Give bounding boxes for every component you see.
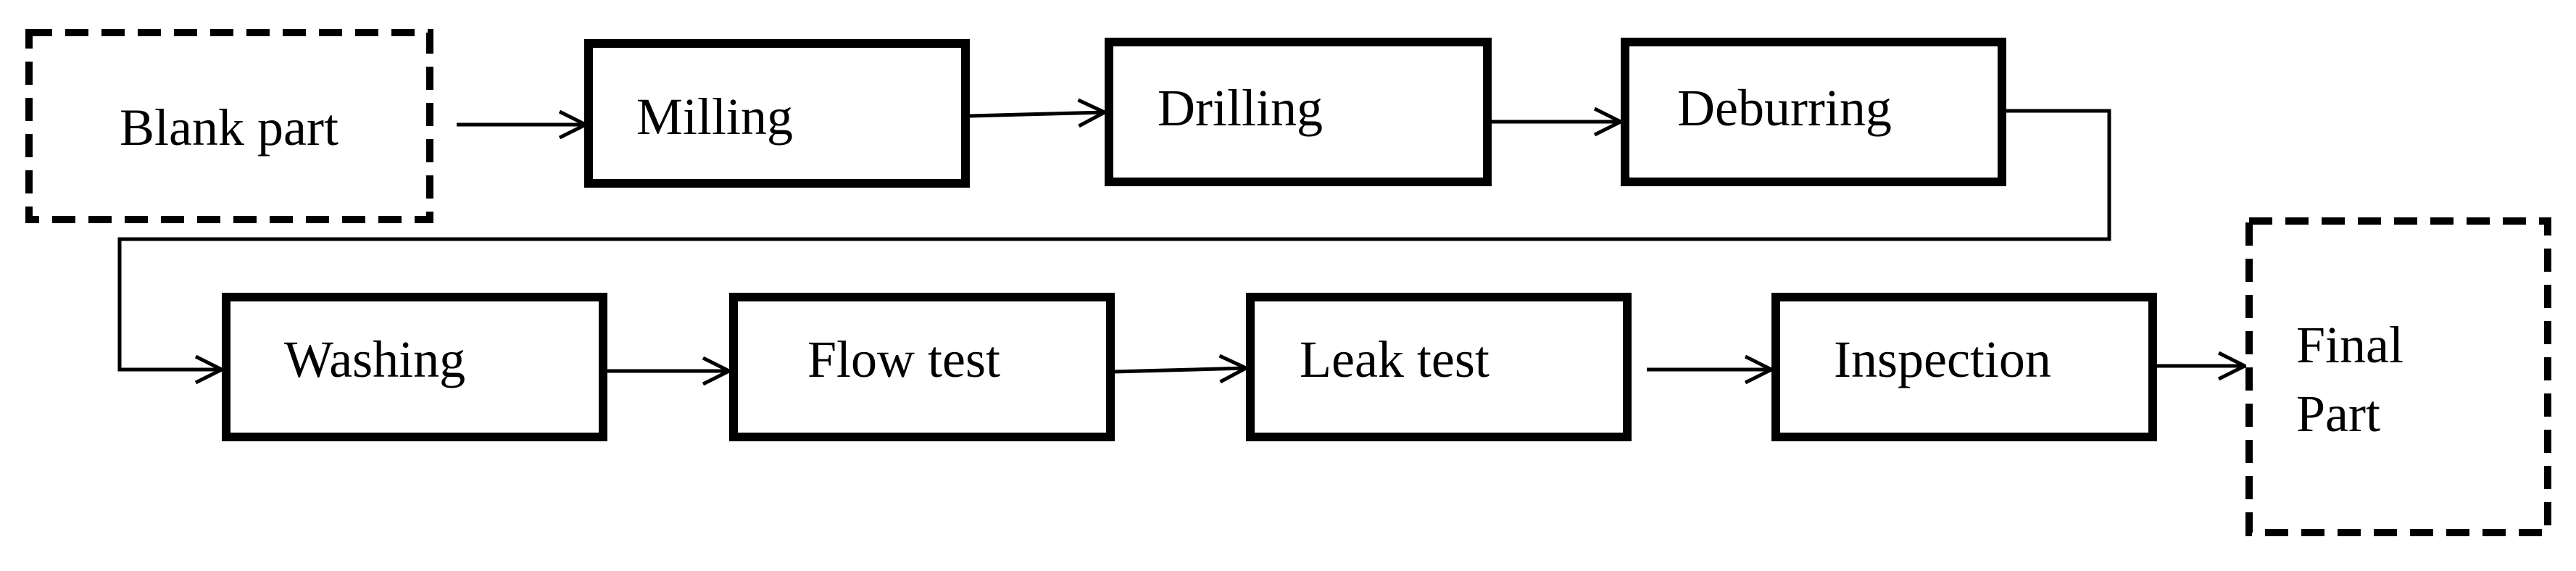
node-blank-part-label: Blank part (120, 99, 338, 157)
node-drilling: Drilling (1105, 38, 1492, 186)
node-final-part-label-line2: Part (2296, 385, 2380, 443)
node-drilling-label: Drilling (1158, 79, 1323, 137)
node-washing-label: Washing (284, 330, 465, 388)
node-leak-test: Leak test (1246, 293, 1632, 441)
node-final-part-label-line1: Final (2296, 316, 2403, 374)
node-inspection-label: Inspection (1834, 330, 2051, 388)
arrow-flow-test-to-leak-test (1113, 368, 1246, 372)
node-flow-test-label: Flow test (807, 330, 1000, 388)
arrow-deburring-to-washing (117, 109, 2111, 370)
node-milling-label: Milling (636, 88, 793, 146)
node-final-part: Final Part (2245, 217, 2551, 536)
node-inspection: Inspection (1771, 293, 2157, 441)
node-deburring: Deburring (1621, 38, 2006, 186)
node-washing: Washing (222, 293, 607, 441)
node-blank-part: Blank part (25, 29, 433, 223)
arrow-milling-to-drilling (969, 112, 1105, 116)
node-milling: Milling (584, 39, 970, 188)
node-leak-test-label: Leak test (1300, 330, 1489, 388)
node-deburring-label: Deburring (1677, 79, 1892, 137)
node-flow-test: Flow test (729, 293, 1115, 441)
